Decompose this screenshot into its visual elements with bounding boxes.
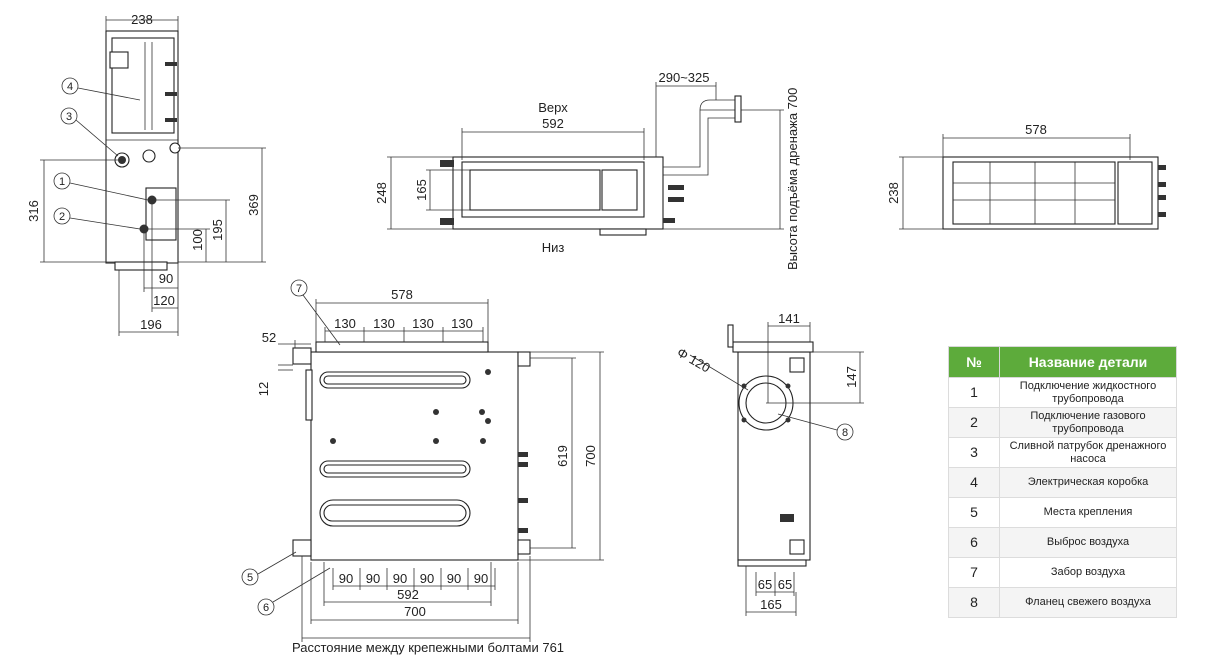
row-name: Выброс воздуха	[999, 527, 1177, 558]
label-bottom: Низ	[542, 240, 565, 255]
dim-90-c: 90	[393, 571, 407, 586]
row-num: 1	[948, 377, 1000, 408]
header-name: Название детали	[999, 346, 1177, 378]
svg-text:4: 4	[67, 81, 73, 93]
dim-130-a: 130	[334, 316, 356, 331]
dim-195: 195	[210, 219, 225, 241]
side-flange-view: 141 147 Φ 120 65 65 165 8	[675, 311, 864, 616]
row-name: Электрическая коробка	[999, 467, 1177, 498]
dim-12: 12	[256, 382, 271, 396]
callout-4	[61, 77, 79, 95]
callout-8	[836, 423, 854, 441]
table-row: 7 Забор воздуха	[948, 557, 1177, 588]
callout-1	[53, 172, 71, 190]
dim-90: 90	[159, 271, 173, 286]
table-row: 5 Места крепления	[948, 497, 1177, 528]
row-name: Фланец свежего воздуха	[999, 587, 1177, 618]
svg-text:8: 8	[842, 427, 848, 439]
dim-120: 120	[153, 293, 175, 308]
dim-700-bottom: 700	[404, 604, 426, 619]
row-name: Места крепления	[999, 497, 1177, 528]
dim-90-e: 90	[447, 571, 461, 586]
dim-165-flange: 165	[760, 597, 782, 612]
callout-6	[257, 598, 275, 616]
dim-238-top: 238	[131, 12, 153, 27]
dim-316: 316	[26, 200, 41, 222]
svg-text:5: 5	[247, 572, 253, 584]
row-num: 8	[948, 587, 1000, 618]
dim-238-rear: 238	[886, 182, 901, 204]
dim-141: 141	[778, 311, 800, 326]
parts-table: № Название детали 1 Подключение жидкостн…	[948, 346, 1177, 618]
dim-130-d: 130	[451, 316, 473, 331]
svg-text:6: 6	[263, 602, 269, 614]
table-row: 4 Электрическая коробка	[948, 467, 1177, 498]
row-name: Подключение жидкостного трубопровода	[999, 377, 1177, 408]
row-num: 5	[948, 497, 1000, 528]
dim-700-right: 700	[583, 445, 598, 467]
dim-65-b: 65	[778, 577, 792, 592]
row-num: 2	[948, 407, 1000, 438]
dim-290-325: 290~325	[659, 70, 710, 85]
table-row: 1 Подключение жидкостного трубопровода	[948, 377, 1177, 408]
left-side-view: 238 316 369 195 100 90 120 196 4 3 1	[26, 12, 266, 336]
dim-592-plan: 592	[397, 587, 419, 602]
dim-52: 52	[262, 330, 276, 345]
svg-text:7: 7	[296, 283, 302, 295]
dim-592-front: 592	[542, 116, 564, 131]
dim-248: 248	[374, 182, 389, 204]
dim-578-rear: 578	[1025, 122, 1047, 137]
callout-7	[290, 279, 308, 297]
parts-table-header: № Название детали	[948, 346, 1177, 378]
dim-phi-120: Φ 120	[675, 345, 713, 376]
dim-619: 619	[555, 445, 570, 467]
table-row: 8 Фланец свежего воздуха	[948, 587, 1177, 618]
dim-196: 196	[140, 317, 162, 332]
dim-147: 147	[844, 366, 859, 388]
dim-130-b: 130	[373, 316, 395, 331]
row-num: 7	[948, 557, 1000, 588]
dim-90-f: 90	[474, 571, 488, 586]
row-name: Подключение газового трубопровода	[999, 407, 1177, 438]
callout-5	[241, 568, 259, 586]
dim-90-a: 90	[339, 571, 353, 586]
table-row: 3 Сливной патрубок дренажного насоса	[948, 437, 1177, 468]
header-num: №	[948, 346, 1000, 378]
dim-90-b: 90	[366, 571, 380, 586]
dim-65-a: 65	[758, 577, 772, 592]
svg-text:2: 2	[59, 211, 65, 223]
dim-369: 369	[246, 194, 261, 216]
plan-view: 578 130 130 130 130 52 12 619 700	[241, 279, 604, 655]
table-row: 2 Подключение газового трубопровода	[948, 407, 1177, 438]
drain-height-label: Высота подъёма дренажа 700	[785, 88, 800, 270]
row-num: 6	[948, 527, 1000, 558]
svg-text:3: 3	[66, 111, 72, 123]
svg-text:1: 1	[59, 176, 65, 188]
table-row: 6 Выброс воздуха	[948, 527, 1177, 558]
callout-2	[53, 207, 71, 225]
dim-90-d: 90	[420, 571, 434, 586]
rear-view: 578 238	[886, 122, 1166, 230]
callout-3	[60, 107, 78, 125]
row-num: 3	[948, 437, 1000, 468]
label-top: Верх	[538, 100, 568, 115]
dim-100: 100	[190, 229, 205, 251]
row-num: 4	[948, 467, 1000, 498]
dim-165: 165	[414, 179, 429, 201]
dim-578-plan: 578	[391, 287, 413, 302]
front-view: Верх 592 248 165 Низ 290~325 Высота подъ…	[374, 70, 800, 270]
row-name: Сливной патрубок дренажного насоса	[999, 437, 1177, 468]
bolt-distance-note: Расстояние между крепежными болтами 761	[292, 640, 564, 655]
dim-130-c: 130	[412, 316, 434, 331]
row-name: Забор воздуха	[999, 557, 1177, 588]
